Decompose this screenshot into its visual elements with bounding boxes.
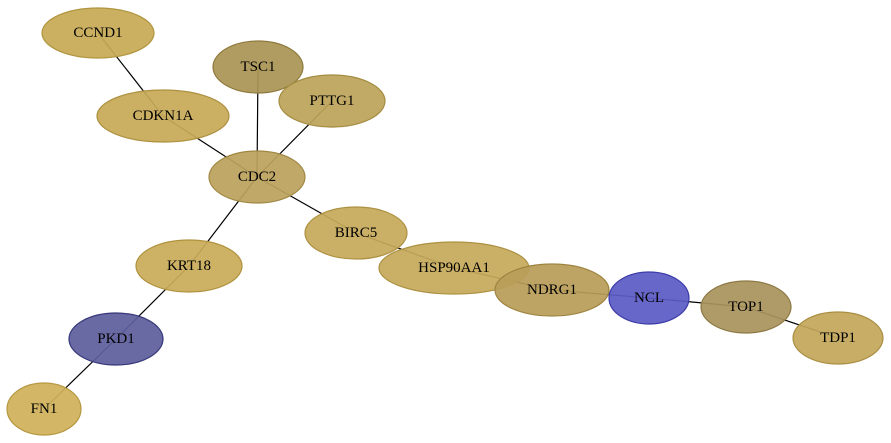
node-shape-pttg1	[278, 74, 386, 128]
node-label-birc5: BIRC5	[335, 225, 378, 241]
node-fn1[interactable]: FN1	[6, 382, 82, 436]
node-label-cdkn1a: CDKN1A	[133, 108, 194, 124]
node-label-ndrg1: NDRG1	[527, 282, 577, 298]
node-top1[interactable]: TOP1	[700, 280, 792, 334]
node-cdkn1a[interactable]: CDKN1A	[96, 89, 230, 143]
node-label-top1: TOP1	[728, 299, 764, 315]
node-shape-ncl	[608, 271, 690, 325]
node-label-tsc1: TSC1	[240, 59, 275, 75]
node-shape-pkd1	[68, 312, 164, 366]
node-pkd1[interactable]: PKD1	[68, 312, 164, 366]
node-tdp1[interactable]: TDP1	[792, 311, 884, 365]
edge-layer	[43, 32, 839, 410]
node-shape-ccnd1	[41, 7, 155, 59]
node-shape-krt18	[135, 239, 243, 293]
node-shape-tdp1	[792, 311, 884, 365]
node-label-pkd1: PKD1	[97, 331, 135, 347]
node-shape-cdc2	[208, 150, 306, 204]
node-ccnd1[interactable]: CCND1	[41, 7, 155, 59]
node-label-pttg1: PTTG1	[310, 93, 355, 109]
node-label-cdc2: CDC2	[238, 169, 276, 185]
node-shape-fn1	[6, 382, 82, 436]
node-label-tdp1: TDP1	[820, 330, 856, 346]
node-shape-ndrg1	[494, 263, 610, 317]
node-label-ccnd1: CCND1	[73, 25, 122, 41]
node-label-ncl: NCL	[634, 290, 664, 306]
node-cdc2[interactable]: CDC2	[208, 150, 306, 204]
node-shape-birc5	[304, 206, 408, 260]
node-birc5[interactable]: BIRC5	[304, 206, 408, 260]
node-tsc1[interactable]: TSC1	[212, 40, 304, 94]
node-pttg1[interactable]: PTTG1	[278, 74, 386, 128]
node-label-krt18: KRT18	[167, 258, 211, 274]
node-shape-top1	[700, 280, 792, 334]
node-ncl[interactable]: NCL	[608, 271, 690, 325]
node-krt18[interactable]: KRT18	[135, 239, 243, 293]
node-ndrg1[interactable]: NDRG1	[494, 263, 610, 317]
node-shape-tsc1	[212, 40, 304, 94]
node-label-fn1: FN1	[31, 401, 58, 417]
node-shape-cdkn1a	[96, 89, 230, 143]
node-label-hsp90aa1: HSP90AA1	[418, 260, 490, 276]
